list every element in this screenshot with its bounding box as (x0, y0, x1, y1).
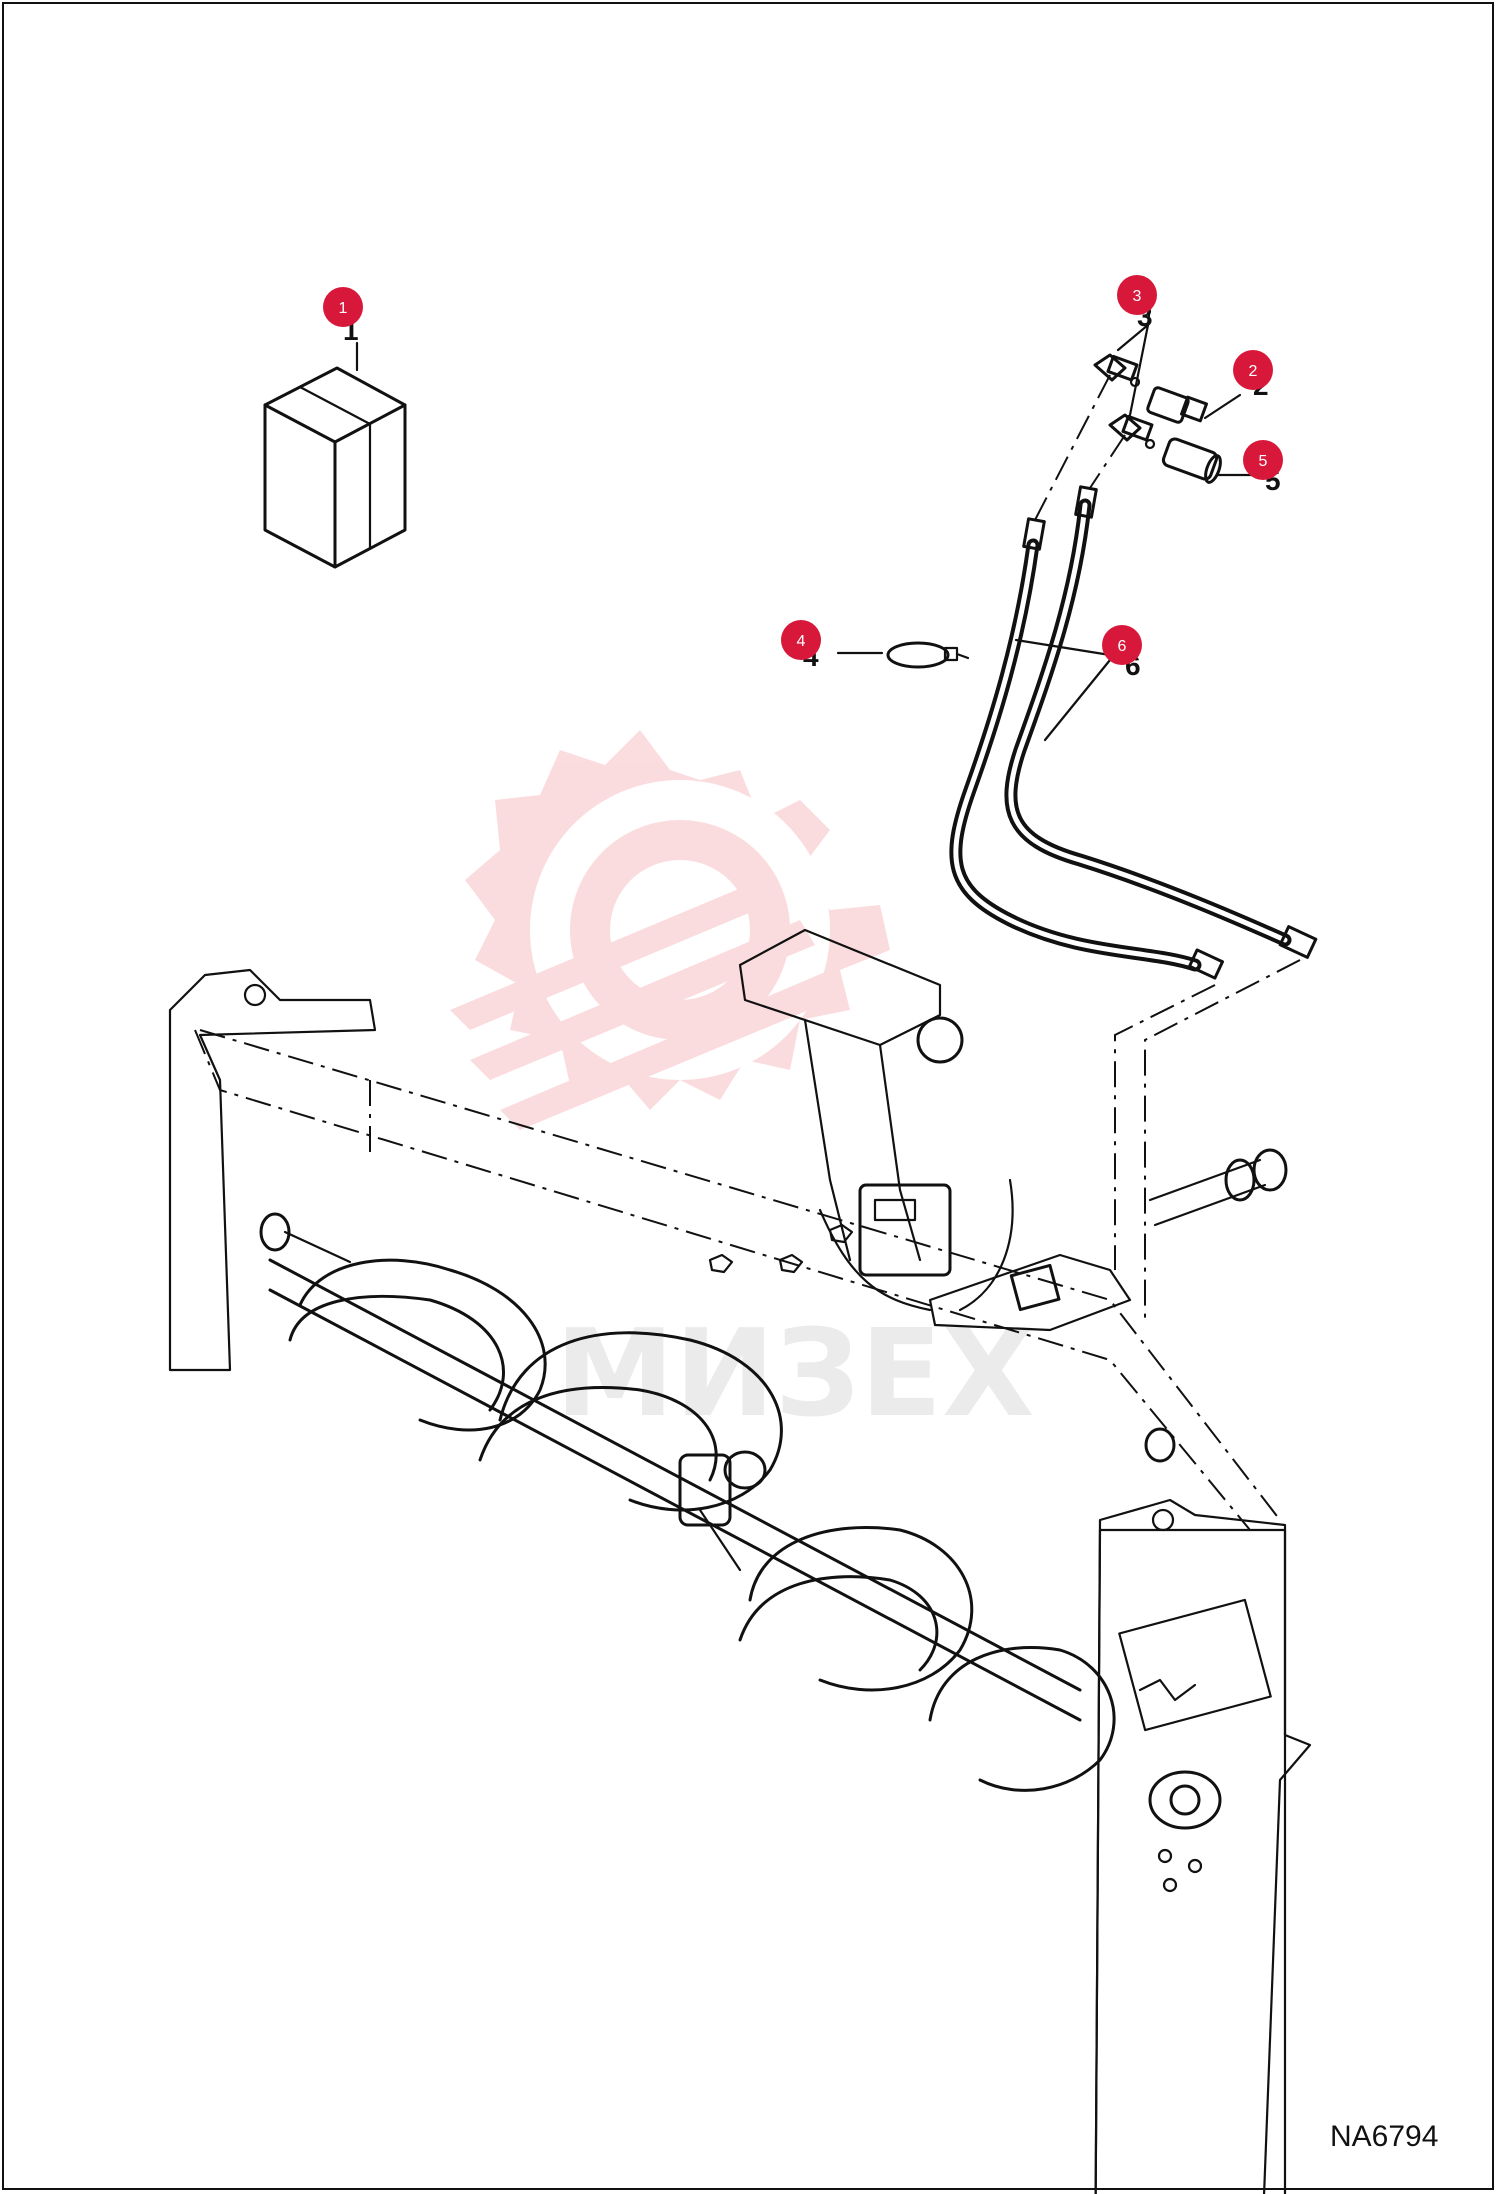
svg-text:6: 6 (1118, 638, 1127, 655)
watermark-gear-icon (450, 730, 890, 1130)
watermark-text: МИЗЕХ (555, 1305, 1035, 1444)
callout-badge: 4 (781, 620, 821, 660)
callout-badge: 6 (1102, 625, 1142, 665)
hydraulic-hose-icon (949, 374, 1318, 1320)
callout-badge: 2 (1233, 350, 1273, 390)
coupler-icon (1161, 437, 1257, 484)
callout-badge: 5 (1243, 440, 1283, 480)
svg-text:5: 5 (1259, 453, 1268, 470)
callout-badge: 1 (323, 287, 363, 327)
snow-blower-assembly-icon (168, 928, 1312, 2194)
svg-text:1: 1 (339, 300, 348, 317)
adapter-fitting-icon (1146, 386, 1242, 424)
elbow-fitting-icon (1093, 303, 1156, 450)
svg-text:3: 3 (1133, 288, 1142, 305)
svg-text:2: 2 (1249, 363, 1258, 380)
cable-tie-icon (836, 641, 970, 669)
drawing-code: NA6794 (1330, 2120, 1438, 2153)
svg-text:4: 4 (797, 633, 806, 650)
kit-box-icon (263, 341, 407, 569)
callout-badge: 3 (1117, 275, 1157, 315)
